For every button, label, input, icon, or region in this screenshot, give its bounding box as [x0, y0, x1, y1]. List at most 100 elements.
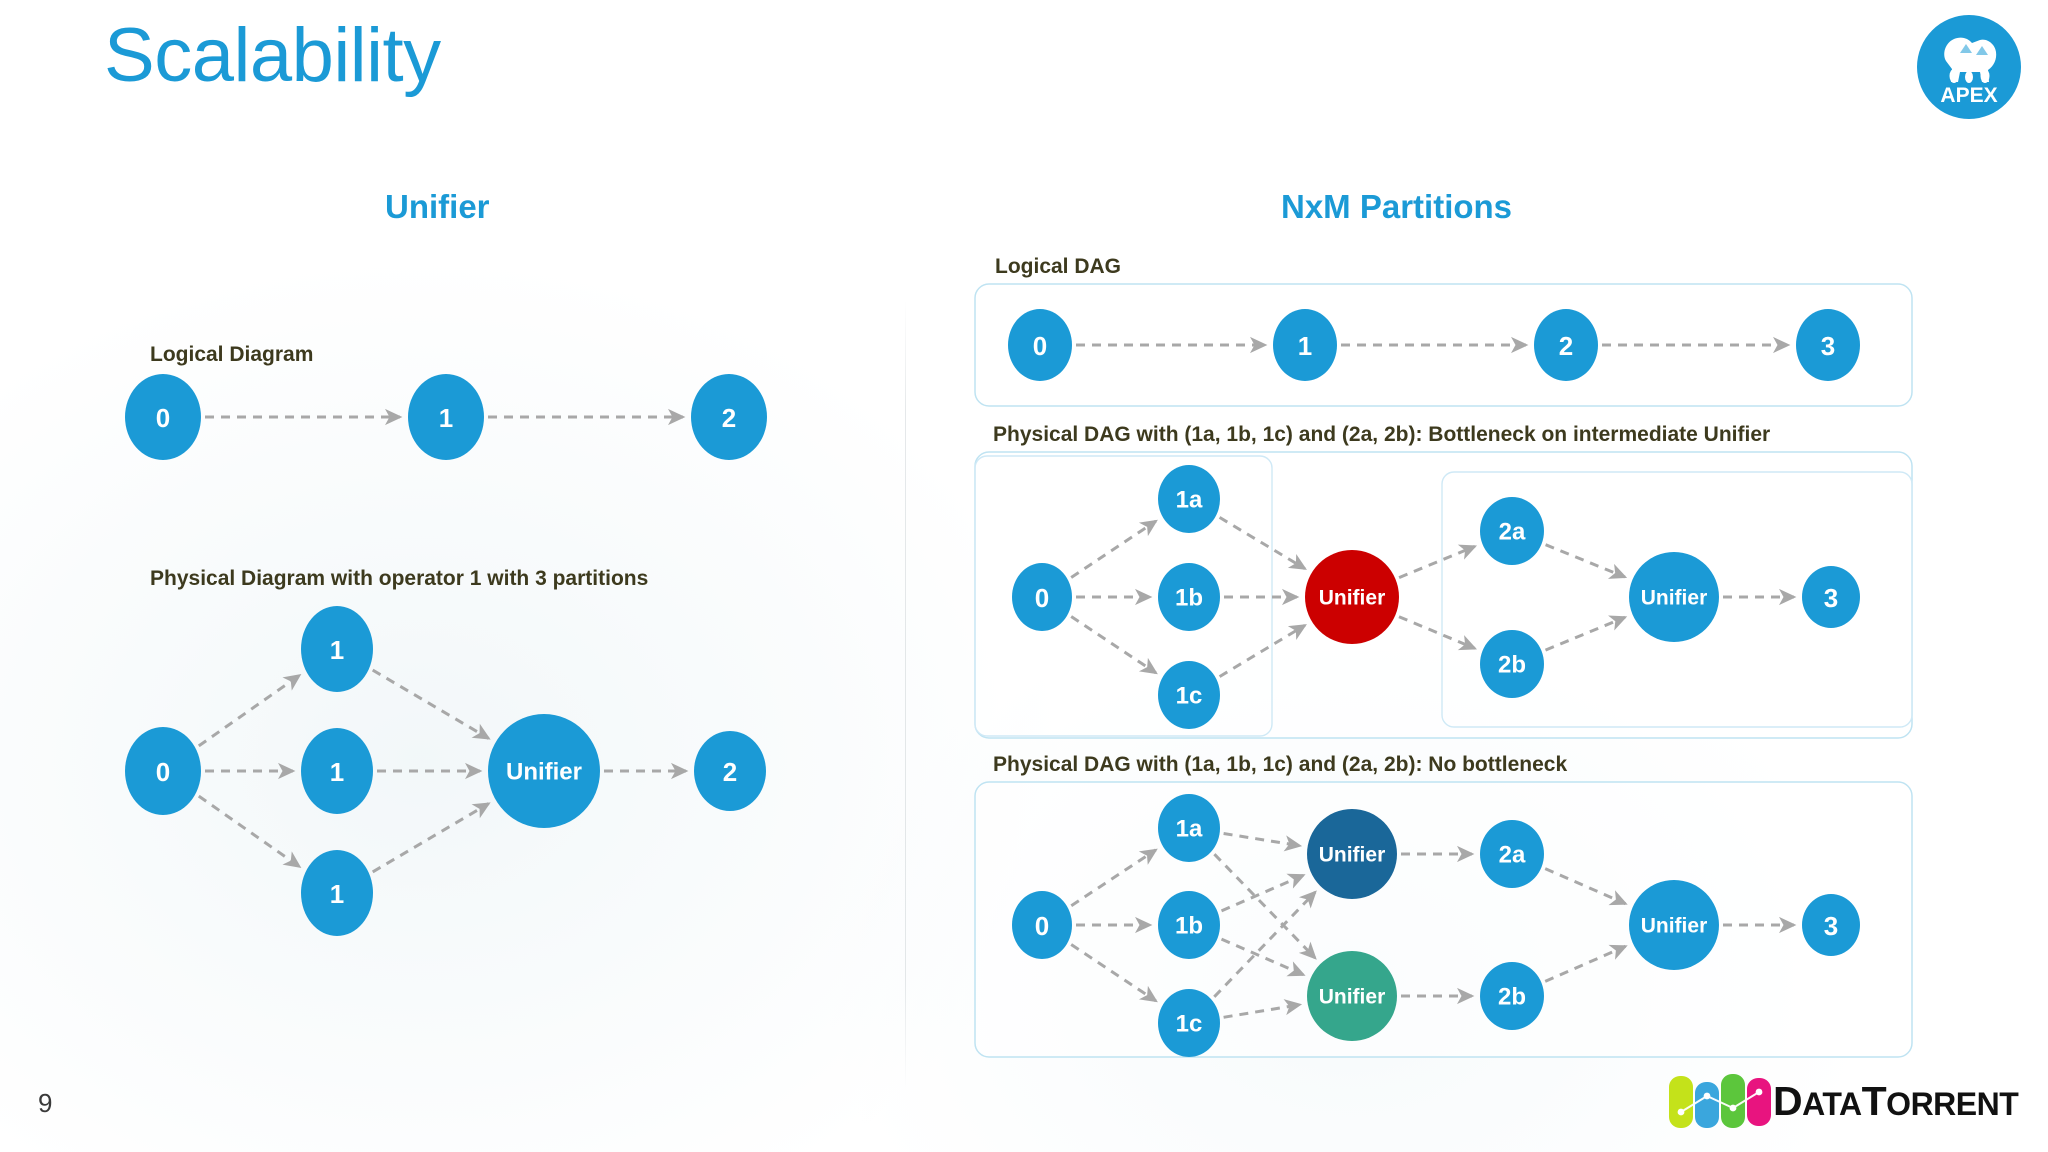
node-shape-b2a	[1480, 497, 1544, 565]
node-p0[interactable]: 0	[125, 727, 201, 815]
node-label-c3: 3	[1824, 911, 1838, 941]
node-label-c2b: 2b	[1498, 984, 1526, 1011]
node-shape-l1	[1273, 309, 1337, 381]
node-l0[interactable]: 0	[1008, 309, 1072, 381]
node-shape-b1b	[1158, 563, 1220, 631]
node-label-p1b: 1	[330, 757, 344, 787]
node-shape-b2b	[1480, 630, 1544, 698]
node-c1b[interactable]: 1b	[1158, 891, 1220, 959]
edge-b1a-to-bu	[1218, 516, 1307, 570]
node-shape-bu2	[1629, 552, 1719, 642]
node-b0[interactable]: 0	[1012, 563, 1072, 631]
node-label-p2: 2	[723, 757, 737, 787]
node-shape-c3	[1802, 894, 1860, 956]
node-shape-pu	[488, 714, 600, 828]
node-label-l2: 2	[1559, 331, 1573, 361]
node-l1[interactable]: 1	[1273, 309, 1337, 381]
graph-edges	[197, 336, 1797, 1019]
node-shape-b1a	[1158, 465, 1220, 533]
page-title: Scalability	[104, 13, 441, 98]
node-c2a[interactable]: 2a	[1480, 820, 1544, 888]
node-shape-p1a	[301, 606, 373, 692]
node-label-l1: 1	[1298, 331, 1312, 361]
node-c2b[interactable]: 2b	[1480, 962, 1544, 1030]
node-label-c1c: 1c	[1176, 1011, 1203, 1038]
node-shape-l3	[1796, 309, 1860, 381]
node-label-b2b: 2b	[1498, 652, 1526, 679]
node-p1c[interactable]: 1	[301, 850, 373, 936]
edge-bu-to-b2b	[1398, 615, 1478, 651]
node-p1b[interactable]: 1	[301, 728, 373, 814]
edge-c0-to-c1c	[1070, 943, 1158, 1003]
edge-b2b-to-bu2	[1544, 615, 1628, 652]
edge-p0-to-p1a	[197, 674, 302, 748]
node-label-b1b: 1b	[1175, 585, 1203, 612]
dt-bar-3	[1721, 1074, 1745, 1128]
node-p1a[interactable]: 1	[301, 606, 373, 692]
node-shape-c1a	[1158, 794, 1220, 862]
apex-logo-label: APEX	[1940, 84, 1997, 107]
node-cu2[interactable]: Unifier	[1629, 880, 1719, 970]
node-cua[interactable]: Unifier	[1307, 809, 1397, 899]
dt-bar-4	[1747, 1078, 1771, 1126]
node-shape-p1c	[301, 850, 373, 936]
node-c1c[interactable]: 1c	[1158, 989, 1220, 1057]
node-shape-p1b	[301, 728, 373, 814]
node-label-c1a: 1a	[1176, 816, 1203, 843]
node-b1a[interactable]: 1a	[1158, 465, 1220, 533]
dt-word-orrent: ORRENT	[1886, 1086, 2019, 1122]
node-shape-n0	[125, 374, 201, 460]
node-label-b1c: 1c	[1176, 683, 1203, 710]
edge-c1c-to-cua	[1213, 890, 1317, 998]
caption-physical-dag-bottleneck: Physical DAG with (1a, 1b, 1c) and (2a, …	[993, 423, 1771, 446]
edge-b0-to-b1c	[1070, 615, 1158, 675]
node-shape-l2	[1534, 309, 1598, 381]
node-bu2[interactable]: Unifier	[1629, 552, 1719, 642]
edge-b0-to-b1a	[1070, 519, 1158, 579]
node-label-cub: Unifier	[1319, 986, 1386, 1009]
physical-dag-no-bottleneck-box	[974, 781, 1913, 1058]
node-label-b1a: 1a	[1176, 487, 1203, 514]
edge-p1a-to-pu	[371, 668, 491, 740]
node-c1a[interactable]: 1a	[1158, 794, 1220, 862]
node-label-bu: Unifier	[1319, 587, 1386, 610]
node-b1b[interactable]: 1b	[1158, 563, 1220, 631]
node-label-p1a: 1	[330, 635, 344, 665]
node-label-c0: 0	[1035, 911, 1049, 941]
node-n2[interactable]: 2	[691, 374, 767, 460]
node-n1[interactable]: 1	[408, 374, 484, 460]
edge-c1a-to-cub	[1213, 853, 1317, 960]
column-divider	[905, 300, 906, 1090]
column-heading-unifier: Unifier	[385, 188, 490, 225]
node-shape-c1c	[1158, 989, 1220, 1057]
node-label-bu2: Unifier	[1641, 587, 1708, 610]
dt-word-t: T	[1861, 1078, 1887, 1124]
node-b3[interactable]: 3	[1802, 566, 1860, 628]
node-cub[interactable]: Unifier	[1307, 951, 1397, 1041]
node-shape-p2	[694, 731, 766, 811]
node-label-pu: Unifier	[506, 759, 582, 786]
node-c3[interactable]: 3	[1802, 894, 1860, 956]
node-n0[interactable]: 0	[125, 374, 201, 460]
caption-logical-dag: Logical DAG	[995, 255, 1122, 278]
column-heading-nxm-partitions: NxM Partitions	[1281, 188, 1513, 225]
node-l3[interactable]: 3	[1796, 309, 1860, 381]
node-shape-b1c	[1158, 661, 1220, 729]
apex-logo-icon: APEX	[1917, 15, 2021, 119]
node-bu[interactable]: Unifier	[1305, 550, 1399, 644]
node-b2b[interactable]: 2b	[1480, 630, 1544, 698]
node-shape-n1	[408, 374, 484, 460]
edge-c0-to-c1a	[1070, 848, 1158, 907]
node-label-c2a: 2a	[1499, 842, 1526, 869]
node-b1c[interactable]: 1c	[1158, 661, 1220, 729]
node-p2[interactable]: 2	[694, 731, 766, 811]
node-l2[interactable]: 2	[1534, 309, 1598, 381]
node-shape-c2b	[1480, 962, 1544, 1030]
node-label-p0: 0	[156, 757, 170, 787]
node-shape-c2a	[1480, 820, 1544, 888]
node-label-l0: 0	[1033, 331, 1047, 361]
node-b2a[interactable]: 2a	[1480, 497, 1544, 565]
node-c0[interactable]: 0	[1012, 891, 1072, 959]
node-pu[interactable]: Unifier	[488, 714, 600, 828]
